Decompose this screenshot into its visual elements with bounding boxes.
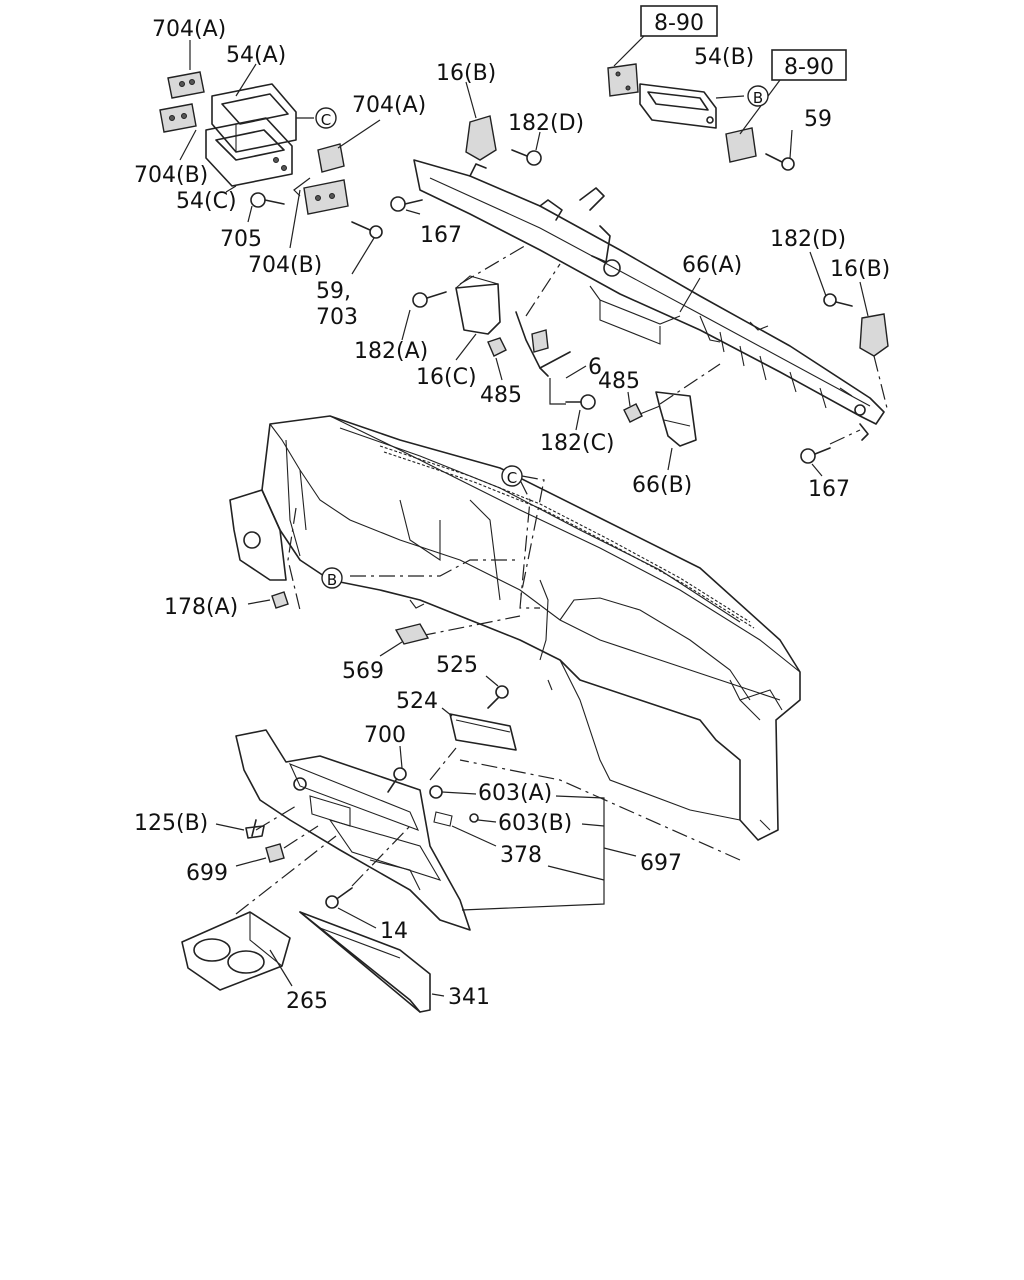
bracket-16b-right-part bbox=[859, 313, 889, 357]
bolt-167-top-part bbox=[390, 196, 423, 212]
nut-485-left-part bbox=[487, 337, 507, 357]
svg-text:B: B bbox=[327, 571, 337, 589]
label-704a-mid: 704(A) bbox=[352, 93, 426, 118]
label-524: 524 bbox=[396, 689, 438, 714]
label-16c: 16(C) bbox=[416, 365, 477, 390]
bracket-704a-mid-part bbox=[317, 143, 345, 173]
clip-125b-part bbox=[245, 819, 265, 839]
screw-14-part bbox=[325, 887, 353, 909]
label-699: 699 bbox=[186, 861, 228, 886]
screw-59-703-part bbox=[351, 221, 383, 239]
label-54c: 54(C) bbox=[176, 189, 237, 214]
label-14: 14 bbox=[380, 919, 408, 944]
glove-box-341-part bbox=[299, 911, 431, 1013]
label-59: 59 bbox=[804, 107, 832, 132]
clip-603b-part bbox=[469, 813, 479, 823]
bracket-16b-top-part bbox=[465, 115, 497, 161]
bolt-182c-part bbox=[565, 394, 596, 410]
marker-c-top: C bbox=[315, 107, 337, 129]
label-16b-top: 16(B) bbox=[436, 61, 496, 86]
label-66a: 66(A) bbox=[682, 253, 742, 278]
bracket-704b-left-part bbox=[159, 103, 197, 133]
screw-705-part bbox=[250, 192, 285, 208]
label-697: 697 bbox=[640, 851, 682, 876]
pad-378-part bbox=[433, 811, 453, 827]
defroster-vent-grille bbox=[379, 445, 755, 629]
clip-699-part bbox=[265, 843, 285, 863]
lower-panel-697-part bbox=[235, 729, 471, 931]
marker-b-panel: B bbox=[321, 567, 343, 589]
pocket-54a-part bbox=[211, 83, 297, 153]
label-54a: 54(A) bbox=[226, 43, 286, 68]
bracket-ref-top-part bbox=[607, 63, 639, 97]
label-705: 705 bbox=[220, 227, 262, 252]
pocket-54b-part bbox=[639, 83, 717, 129]
clip-569-part bbox=[394, 623, 430, 645]
clip-603a-part bbox=[429, 785, 443, 799]
cross-member-66a-part bbox=[413, 159, 885, 441]
svg-text:C: C bbox=[321, 111, 331, 129]
ref-box-2-text: 8-90 bbox=[784, 55, 834, 80]
label-704b-left: 704(B) bbox=[134, 163, 208, 188]
screw-59-part bbox=[765, 153, 795, 171]
label-59-703-a: 59, bbox=[316, 279, 351, 304]
ref-box-1-text: 8-90 bbox=[654, 11, 704, 36]
harness-6-part bbox=[515, 311, 571, 377]
label-125b: 125(B) bbox=[134, 811, 208, 836]
cover-16c-part bbox=[455, 275, 501, 335]
label-485-left: 485 bbox=[480, 383, 522, 408]
label-59-703-b: 703 bbox=[316, 305, 358, 330]
label-6: 6 bbox=[588, 355, 602, 380]
instrument-panel-part bbox=[229, 415, 801, 841]
bracket-66b-part bbox=[655, 391, 697, 447]
label-525: 525 bbox=[436, 653, 478, 678]
label-167-right: 167 bbox=[808, 477, 850, 502]
ref-box-1 bbox=[640, 5, 718, 37]
marker-c-panel: C bbox=[501, 465, 523, 487]
label-569: 569 bbox=[342, 659, 384, 684]
label-182a: 182(A) bbox=[354, 339, 428, 364]
screw-525-part bbox=[487, 685, 509, 709]
ref-box-2 bbox=[771, 49, 847, 81]
bolt-182d-top-part bbox=[511, 149, 542, 166]
label-182d-top: 182(D) bbox=[508, 111, 584, 136]
label-182c: 182(C) bbox=[540, 431, 615, 456]
screw-700-part bbox=[387, 767, 407, 793]
svg-text:B: B bbox=[753, 89, 763, 107]
bracket-704a-top-part bbox=[167, 71, 205, 99]
pocket-54c-part bbox=[205, 117, 293, 187]
cup-holder-265-part bbox=[181, 911, 291, 991]
trim-524-part bbox=[449, 713, 517, 751]
marker-b-top: B bbox=[747, 85, 769, 107]
label-704b-mid: 704(B) bbox=[248, 253, 322, 278]
label-603a: 603(A) bbox=[478, 781, 552, 806]
bolt-182d-right-part bbox=[823, 293, 853, 307]
label-178a: 178(A) bbox=[164, 595, 238, 620]
svg-text:C: C bbox=[507, 469, 517, 487]
label-265: 265 bbox=[286, 989, 328, 1014]
label-704a-top: 704(A) bbox=[152, 17, 226, 42]
label-167-top: 167 bbox=[420, 223, 462, 248]
label-700: 700 bbox=[364, 723, 406, 748]
label-54b: 54(B) bbox=[694, 45, 754, 70]
clip-178a-part bbox=[271, 591, 289, 609]
nut-485-right-part bbox=[623, 403, 643, 423]
label-485-right: 485 bbox=[598, 369, 640, 394]
label-66b: 66(B) bbox=[632, 473, 692, 498]
label-378: 378 bbox=[500, 843, 542, 868]
bolt-167-right-part bbox=[800, 447, 831, 464]
label-16b-right: 16(B) bbox=[830, 257, 890, 282]
label-341: 341 bbox=[448, 985, 490, 1010]
bracket-704b-mid-part bbox=[303, 179, 349, 215]
bolt-182a-part bbox=[412, 291, 447, 308]
label-603b: 603(B) bbox=[498, 811, 572, 836]
label-182d-right: 182(D) bbox=[770, 227, 846, 252]
